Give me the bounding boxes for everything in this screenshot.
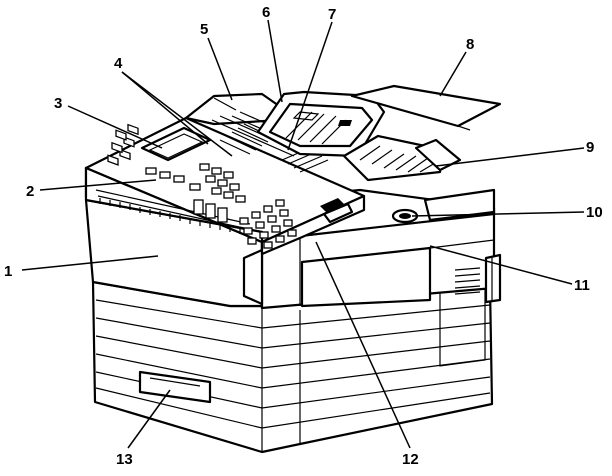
leader-9: [435, 147, 585, 167]
callout-3: 3: [54, 95, 62, 112]
control-panel: [84, 116, 366, 306]
document-feeder: [184, 90, 386, 173]
paper-cassette: [91, 280, 494, 454]
callout-5: 5: [200, 21, 208, 38]
callout-10: 10: [586, 204, 603, 221]
leader-10: [411, 211, 585, 217]
callout-11: 11: [574, 277, 590, 294]
document-tray: [342, 84, 502, 224]
callout-7: 7: [328, 6, 336, 23]
leader-lines: [21, 19, 585, 449]
leader-8: [439, 51, 467, 97]
leader-5: [207, 37, 233, 101]
leader-2: [39, 179, 157, 191]
callout-6: 6: [262, 4, 270, 21]
callout-13: 13: [116, 451, 133, 468]
leader-13: [127, 389, 171, 449]
callout-1: 1: [4, 263, 12, 280]
callout-12: 12: [402, 451, 419, 468]
callout-labels: 1 2 3 4 5 6 7 8 9 10 11 12 13: [4, 4, 603, 468]
callout-4: 4: [114, 55, 123, 72]
callout-9: 9: [586, 139, 594, 156]
leader-6: [267, 19, 283, 103]
leader-12: [315, 241, 411, 449]
leader-4b: [121, 71, 209, 145]
callout-8: 8: [466, 36, 474, 53]
leader-1: [21, 255, 159, 271]
callout-2: 2: [26, 183, 34, 200]
leader-4a: [121, 71, 233, 157]
leader-3: [67, 105, 163, 149]
leader-11: [429, 245, 573, 285]
leader-7: [287, 21, 333, 151]
